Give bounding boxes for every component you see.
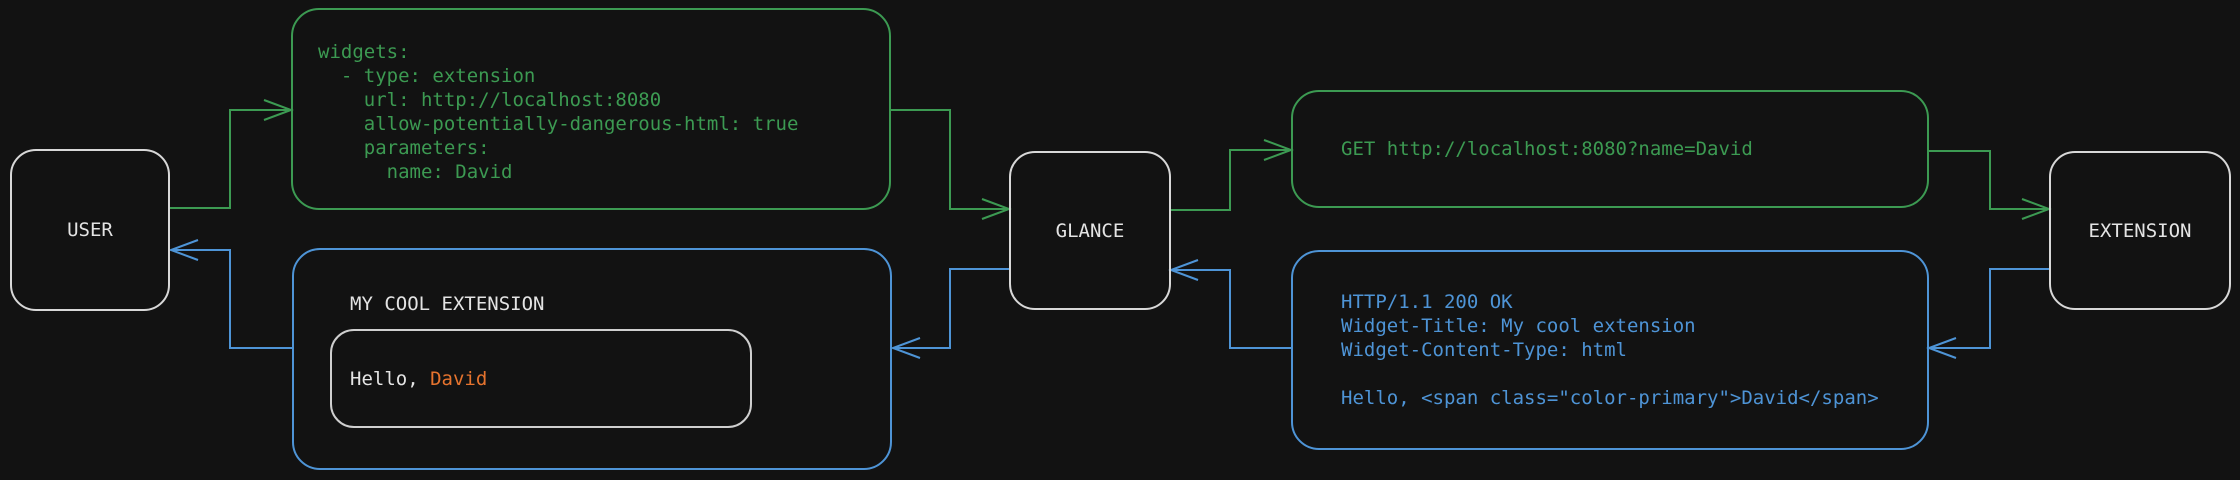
connector-extension-to-response-arrow — [1926, 268, 2049, 359]
config-yaml-box: widgets: - type: extension url: http://l… — [291, 8, 891, 210]
glance-node-label: GLANCE — [1055, 219, 1125, 242]
connector-user-to-config-arrow — [170, 99, 294, 209]
glance-node: GLANCE — [1009, 151, 1171, 310]
widget-preview-title: MY COOL EXTENSION — [350, 293, 545, 315]
http-response-code: HTTP/1.1 200 OK Widget-Title: My cool ex… — [1341, 291, 1879, 409]
http-request-code: GET http://localhost:8080?name=David — [1341, 138, 1753, 160]
widget-greeting-box: Hello, David — [330, 329, 752, 428]
user-node-label: USER — [67, 219, 113, 241]
greeting-name: David — [430, 367, 488, 390]
extension-node-label: EXTENSION — [2088, 219, 2192, 242]
extension-node: EXTENSION — [2049, 151, 2231, 310]
http-request-box: GET http://localhost:8080?name=David — [1291, 90, 1929, 208]
greeting-prefix: Hello, — [350, 367, 431, 390]
connector-glance-to-widget-arrow — [890, 268, 1009, 359]
config-yaml-code: widgets: - type: extension url: http://l… — [318, 40, 799, 183]
connector-glance-to-request-arrow — [1171, 139, 1294, 211]
widget-preview-box: MY COOL EXTENSION Hello, David — [292, 248, 892, 470]
connector-response-to-glance-arrow — [1168, 259, 1291, 349]
connector-request-to-extension-arrow — [1929, 150, 2052, 220]
connector-config-to-glance-arrow — [891, 109, 1012, 220]
user-node: USER — [10, 149, 170, 311]
http-response-box: HTTP/1.1 200 OK Widget-Title: My cool ex… — [1291, 250, 1929, 450]
connector-widget-to-user-arrow — [168, 239, 292, 349]
